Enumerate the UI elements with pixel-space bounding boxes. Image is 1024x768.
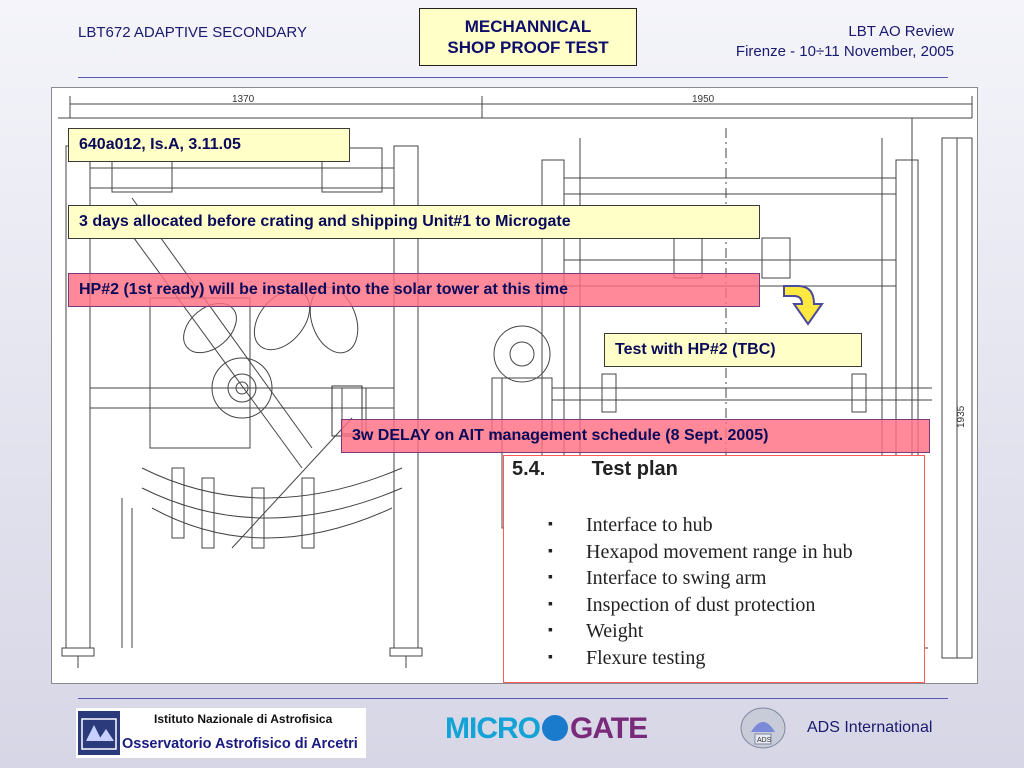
dimension-label-left: 1370 [232,94,255,105]
inaf-name: Istituto Nazionale di Astrofisica [154,712,333,726]
callout-delay: 3w DELAY on AIT management schedule (8 S… [341,419,930,453]
slide-title: MECHANNICAL SHOP PROOF TEST [419,8,637,66]
slide-title-line2: SHOP PROOF TEST [447,38,609,57]
header-project-name: LBT672 ADAPTIVE SECONDARY [78,24,307,41]
bullet-icon: ▪ [548,649,553,665]
dimension-label-vertical: 1935 [956,405,967,428]
header-divider [78,77,948,78]
bullet-icon: ▪ [548,570,553,586]
microgate-logo-right: GATE [570,712,648,745]
microgate-logo: MICRO GATE [445,712,648,746]
arcetri-emblem-icon [78,711,120,755]
list-item-text: Weight [586,620,644,643]
bullet-icon: ▪ [548,623,553,639]
list-item-text: Inspection of dust protection [586,593,816,616]
test-plan-heading: 5.4. Test plan [512,458,678,481]
list-item: ▪ Hexapod movement range in hub [548,539,853,566]
microgate-logo-left: MICRO [445,712,541,745]
inaf-arcetri-logo: Istituto Nazionale di Astrofisica Osserv… [76,708,366,758]
callout-test-hp2: Test with HP#2 (TBC) [604,333,862,367]
slide-title-line1: MECHANNICAL [464,17,592,36]
test-plan-box: 5.4. Test plan ▪ Interface to hub ▪ Hexapo… [503,455,925,683]
header-event-date: Firenze - 10÷11 November, 2005 [735,43,954,60]
list-item-text: Flexure testing [586,646,706,669]
arcetri-name: Osservatorio Astrofisico di Arcetri [122,736,358,752]
list-item: ▪ Interface to hub [548,512,853,539]
curved-arrow-down-icon [783,285,824,326]
list-item-text: Interface to swing arm [586,567,767,590]
list-item: ▪ Flexure testing [548,645,853,672]
bullet-icon: ▪ [548,517,553,532]
ads-badge-text: ADS [757,737,772,744]
header-event-name: LBT AO Review [848,23,954,40]
list-item: ▪ Weight [548,618,853,645]
list-item-text: Hexapod movement range in hub [586,540,853,563]
header-event: LBT AO Review Firenze - 10÷11 November, … [736,22,954,62]
bullet-icon: ▪ [548,543,553,559]
list-item-text: Interface to hub [586,514,713,536]
list-item: ▪ Interface to swing arm [548,565,853,592]
list-item: ▪ Inspection of dust protection [548,592,853,619]
test-plan-title: Test plan [591,458,678,480]
callout-hp2-install: HP#2 (1st ready) will be installed into … [68,273,760,307]
callout-allocation: 3 days allocated before crating and ship… [68,205,760,239]
test-plan-section-number: 5.4. [512,458,546,480]
microgate-swoosh-icon [542,715,568,741]
dimension-label-right: 1950 [692,94,715,105]
bullet-icon: ▪ [548,596,553,612]
test-plan-list: ▪ Interface to hub ▪ Hexapod movement rang… [548,512,853,672]
footer-divider [78,698,948,699]
ads-dome-icon: ADS [740,707,786,749]
ads-international-name: ADS International [807,719,933,736]
callout-doc-reference: 640a012, Is.A, 3.11.05 [68,128,350,162]
